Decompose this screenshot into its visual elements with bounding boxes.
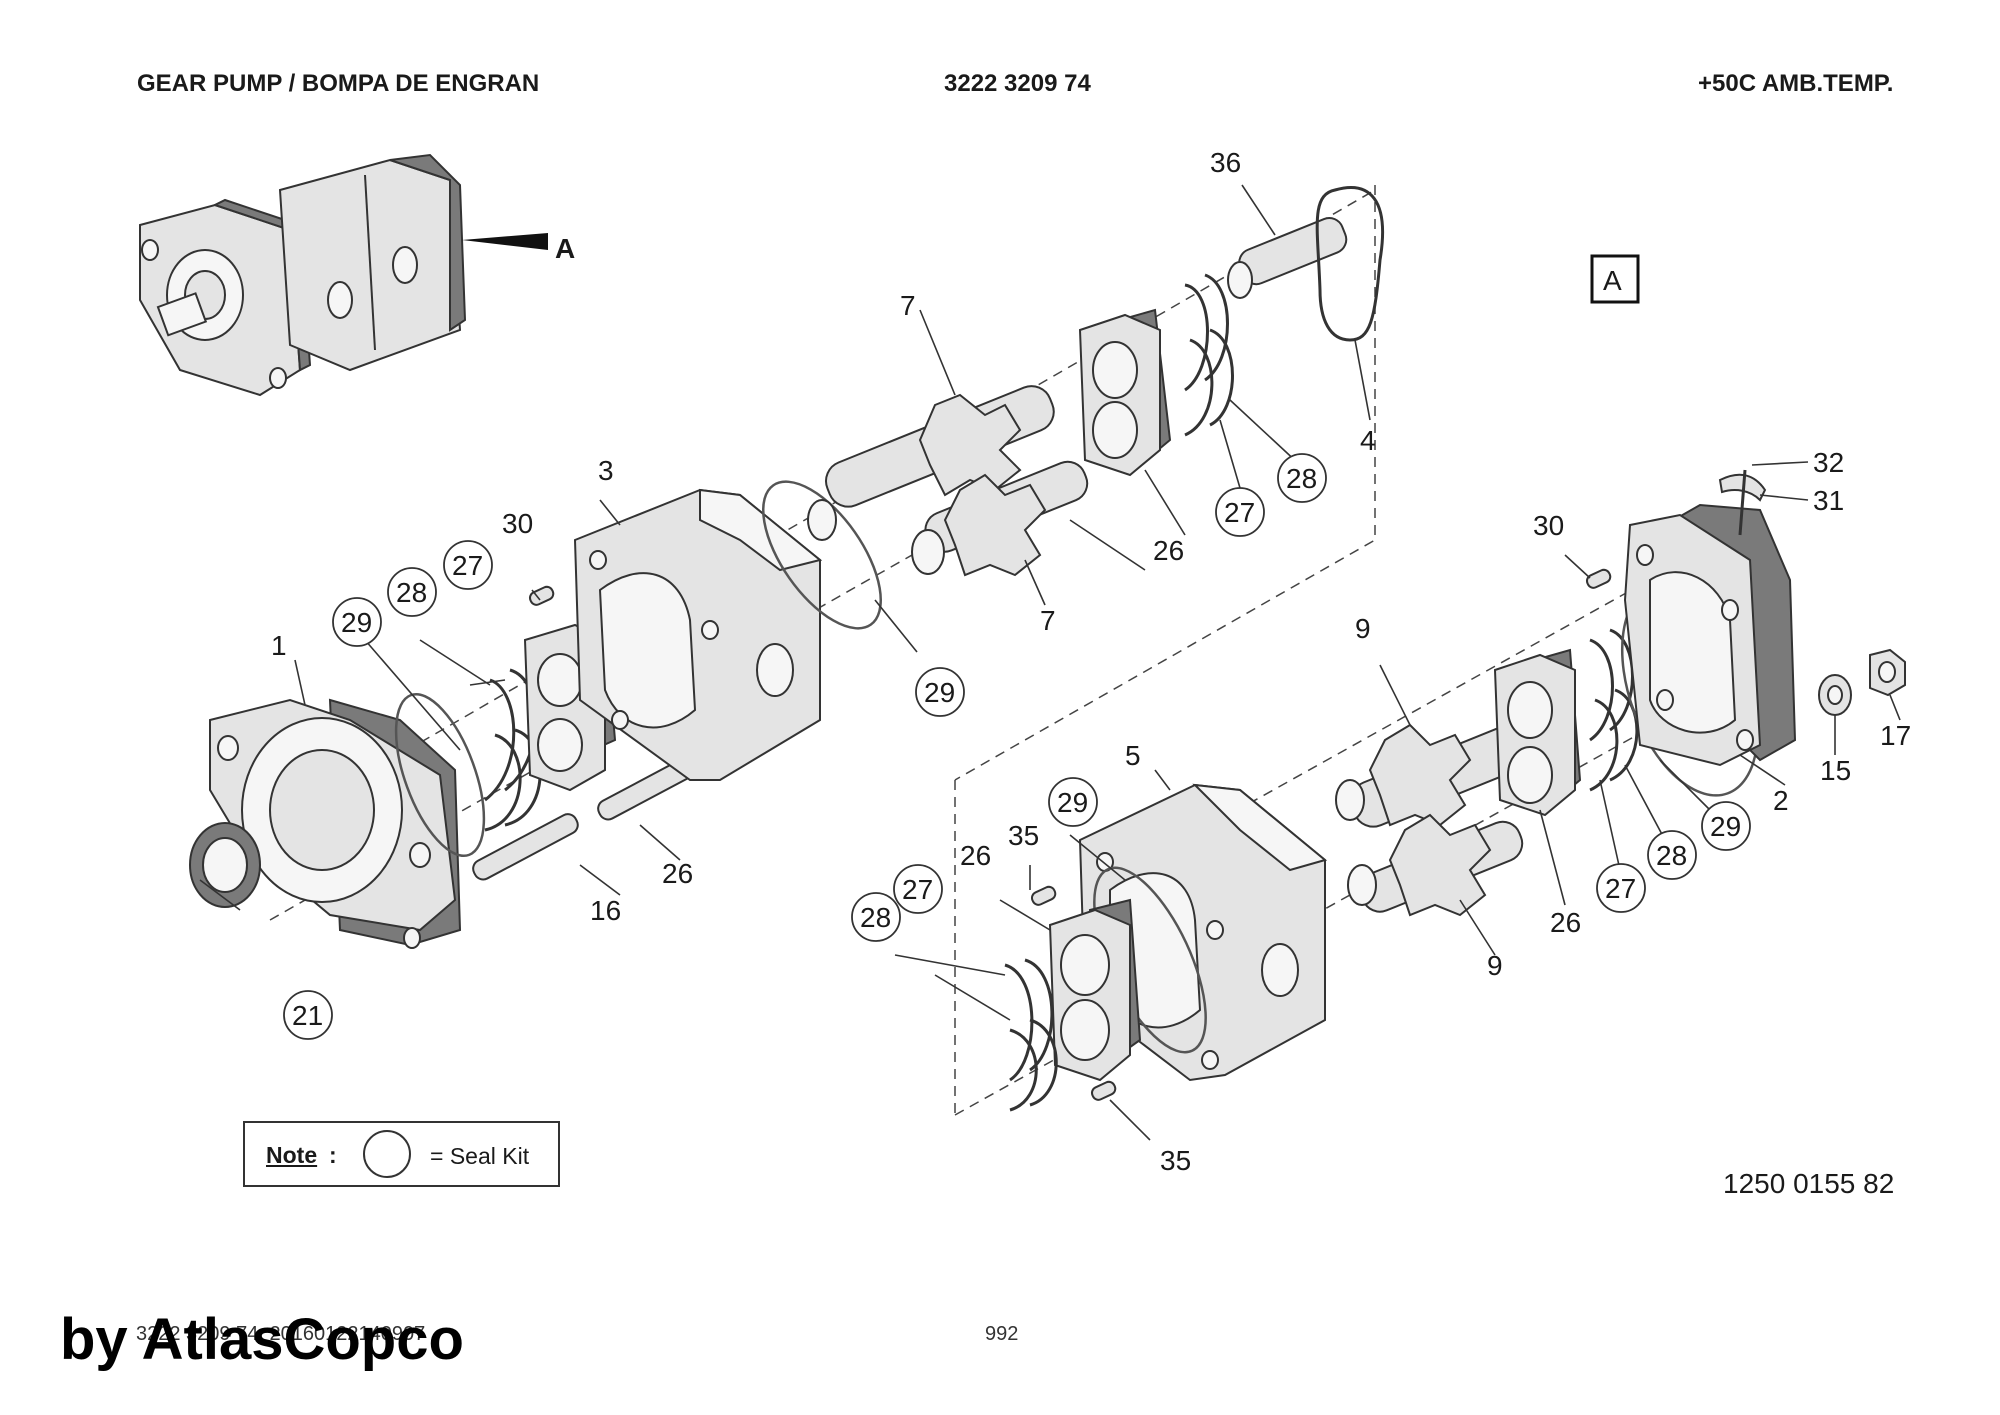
callout-32: 32 xyxy=(1813,447,1844,478)
callout-26-upper: 26 xyxy=(1153,535,1184,566)
temperature-condition: +50C AMB.TEMP. xyxy=(1698,70,1894,97)
callout-27-lower-right: 27 xyxy=(1605,873,1636,904)
callout-7-lower: 7 xyxy=(1040,605,1056,636)
note-label: Note xyxy=(266,1142,318,1168)
callout-4: 4 xyxy=(1360,425,1376,456)
seal-kit-circle-icon xyxy=(363,1130,411,1178)
callout-1: 1 xyxy=(271,630,287,661)
footer-page-number: 992 xyxy=(985,1323,1019,1345)
nut xyxy=(1869,648,1906,697)
dowel-pins xyxy=(472,755,700,881)
callout-leader-lines xyxy=(199,184,1901,1141)
seal-rings-lower-left xyxy=(1004,958,1058,1112)
callout-30-left: 30 xyxy=(502,508,533,539)
watermark: by AtlasCopco xyxy=(60,1307,464,1372)
pump-housing-upper xyxy=(573,488,823,781)
callout-15: 15 xyxy=(1820,755,1851,786)
view-a-box: A xyxy=(1590,254,1640,304)
seal-kit-callout: 28 xyxy=(387,567,437,617)
callout-26-left: 26 xyxy=(662,858,693,889)
page-title: GEAR PUMP / BOMPA DE ENGRAN xyxy=(137,70,540,97)
callout-2: 2 xyxy=(1773,785,1789,816)
callout-27-left: 27 xyxy=(452,550,483,581)
seal-kit-callout: 28 xyxy=(1647,830,1697,880)
callout-17: 17 xyxy=(1880,720,1911,751)
seal-kit-callout: 27 xyxy=(893,864,943,914)
seal-kit-callout: 27 xyxy=(1596,863,1646,913)
callout-3: 3 xyxy=(598,455,614,486)
callout-21: 21 xyxy=(292,1000,323,1031)
callout-28-lower-right: 28 xyxy=(1656,840,1687,871)
washer xyxy=(1818,674,1852,716)
bearing-block-upper xyxy=(1078,308,1172,477)
seal-kit-callout: 29 xyxy=(1048,777,1098,827)
note-text: = Seal Kit xyxy=(430,1143,530,1169)
note-colon: : xyxy=(329,1142,337,1168)
view-a-box-label: A xyxy=(1603,265,1622,296)
callout-9-lower: 9 xyxy=(1487,950,1503,981)
callout-28-upper: 28 xyxy=(1286,463,1317,494)
callout-31: 31 xyxy=(1813,485,1844,516)
callout-29-left: 29 xyxy=(341,607,372,638)
callout-29-right: 29 xyxy=(1710,811,1741,842)
plate-screw xyxy=(1738,469,1747,536)
seal-kit-callout: 29 xyxy=(915,667,965,717)
rear-cover xyxy=(1623,503,1797,767)
seal-kit-callout: 28 xyxy=(1277,453,1327,503)
shaft-seal xyxy=(189,822,261,908)
callout-16: 16 xyxy=(590,895,621,926)
callout-29-middle: 29 xyxy=(924,677,955,708)
callout-29-lower: 29 xyxy=(1057,787,1088,818)
callout-26-lower-right: 26 xyxy=(1550,907,1581,938)
part-number: 3222 3209 74 xyxy=(944,70,1091,97)
bearing-block-lower-left xyxy=(1048,898,1142,1082)
front-flange xyxy=(209,698,462,949)
seal-kit-callout: 28 xyxy=(851,892,901,942)
seal-kit-callout: 29 xyxy=(1701,801,1751,851)
seal-kit-callout: 21 xyxy=(283,990,333,1040)
seal-kit-callout: 27 xyxy=(443,540,493,590)
seal-kit-callout: 29 xyxy=(332,597,382,647)
spline-coupling xyxy=(1227,217,1348,299)
seal-kit-note: Note : = Seal Kit xyxy=(243,1121,560,1187)
housing-seal xyxy=(1315,186,1385,342)
callout-9-upper: 9 xyxy=(1355,613,1371,644)
view-a-pointer-label: A xyxy=(555,233,575,264)
callout-27-upper: 27 xyxy=(1224,497,1255,528)
footer-file-id: 3222 3209 74_20160122140907 xyxy=(136,1323,426,1345)
callout-35-upper: 35 xyxy=(1008,820,1039,851)
seal-rings-upper xyxy=(1184,273,1234,437)
seal-kit-callout: 27 xyxy=(1215,487,1265,537)
callout-26-lower-left: 26 xyxy=(960,840,991,871)
callout-30-right: 30 xyxy=(1533,510,1564,541)
pump-housing-lower xyxy=(1078,783,1328,1082)
callout-28-left: 28 xyxy=(396,577,427,608)
drive-gear-shafts xyxy=(807,385,1089,577)
driven-gear-shafts xyxy=(1335,723,1534,917)
drawing-number: 1250 0155 82 xyxy=(1723,1168,1895,1199)
callout-27-lower-left: 27 xyxy=(902,874,933,905)
callout-28-lower-left: 28 xyxy=(860,902,891,933)
callout-35-lower: 35 xyxy=(1160,1145,1191,1176)
callout-36: 36 xyxy=(1210,147,1241,178)
assembled-pump-view: A xyxy=(139,153,575,397)
callout-7-upper: 7 xyxy=(900,290,916,321)
bearing-block-lower-right xyxy=(1493,648,1582,817)
callout-5: 5 xyxy=(1125,740,1141,771)
